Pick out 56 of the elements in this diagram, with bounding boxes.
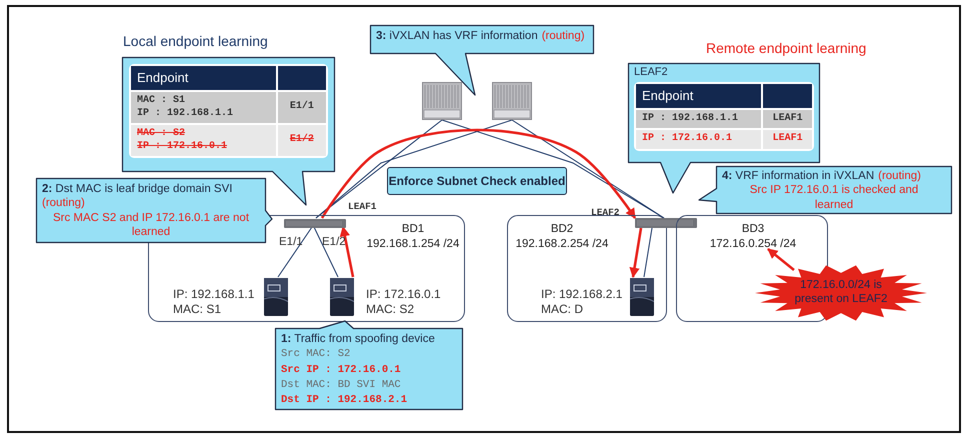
header-text: Endpoint xyxy=(137,70,190,86)
table-title: LEAF2 xyxy=(634,66,669,80)
server-label: MAC: S1 xyxy=(173,302,222,317)
cell-text: MAC : S1 xyxy=(137,95,186,108)
cell-text: IP : 172.16.0.1 xyxy=(642,133,734,146)
section-title: Local endpoint learning xyxy=(123,33,268,49)
bridge-domain-label: BD3 xyxy=(740,222,766,237)
callout-text: 2: Dst MAC is leaf bridge domain SVI xyxy=(42,183,232,195)
server-label: IP: 192.168.2.1 xyxy=(541,287,622,302)
arrow xyxy=(767,248,795,272)
cell-text: MAC : S2 xyxy=(137,128,186,140)
header-text: Endpoint xyxy=(642,88,694,104)
server-label: IP: 172.16.0.1 xyxy=(366,287,441,302)
connection-line xyxy=(316,120,442,218)
callout-text: 1: Traffic from spoofing device xyxy=(281,333,435,345)
bridge-domain-label: 172.16.0.254 /24 xyxy=(708,236,798,252)
arrow xyxy=(320,128,636,219)
arrow xyxy=(629,228,642,278)
bridge-domain-label: 192.168.2.254 /24 xyxy=(514,236,610,252)
cell-text: LEAF1 xyxy=(772,133,804,146)
starburst-text: 172.16.0.0/24 is present on LEAF2 xyxy=(794,279,888,307)
callout-text: Src MAC S2 and IP 172.16.0.1 are not learned xyxy=(52,210,250,240)
server-label: MAC: S2 xyxy=(366,302,416,317)
cell-text: E1/2 xyxy=(288,134,315,147)
callout-text: Src IP : 172.16.0.1 xyxy=(281,364,401,376)
callout-text: Dst IP : 192.168.2.1 xyxy=(281,394,408,406)
connection-line xyxy=(316,120,512,218)
cell-text: IP : 192.168.1.1 xyxy=(137,108,234,120)
callout-text: 4: VRF information in iVXLAN xyxy=(722,170,874,182)
bridge-domain-label: BD2 xyxy=(550,222,574,237)
connection-line xyxy=(278,226,312,278)
bridge-domain-label: 192.168.1.254 /24 xyxy=(366,236,460,252)
status-box: Enforce Subnet Check enabled xyxy=(387,167,567,195)
callout-text: 3: iVXLAN has VRF information xyxy=(376,30,538,42)
connection-line xyxy=(512,120,664,218)
callout-text: Src MAC: S2 xyxy=(281,348,350,360)
callout-text: (routing) xyxy=(42,197,85,210)
connection-line xyxy=(644,228,652,278)
arrow xyxy=(340,226,354,278)
cell-text: E1/1 xyxy=(288,101,315,114)
callout-text: (routing) xyxy=(878,170,921,182)
port-label: E1/2 xyxy=(322,236,346,248)
callout-text: (routing) xyxy=(542,30,585,42)
callout-text: Src IP 172.16.0.1 is checked and learned xyxy=(749,183,919,212)
section-title: Remote endpoint learning xyxy=(706,40,866,56)
port-label: E1/1 xyxy=(279,236,303,248)
server-label: IP: 192.168.1.1 xyxy=(173,287,254,302)
cell-text: LEAF1 xyxy=(772,112,804,126)
switch-label: LEAF1 xyxy=(348,201,377,212)
bridge-domain-label: BD1 xyxy=(400,222,426,237)
callout-text: Dst MAC: BD SVI MAC xyxy=(281,378,401,391)
switch-label: LEAF2 xyxy=(591,207,620,218)
server-label: MAC: D xyxy=(541,302,584,317)
connection-line xyxy=(314,226,338,278)
cell-text: IP : 192.168.1.1 xyxy=(642,112,740,126)
cell-text: IP : 172.16.0.1 xyxy=(137,140,228,153)
